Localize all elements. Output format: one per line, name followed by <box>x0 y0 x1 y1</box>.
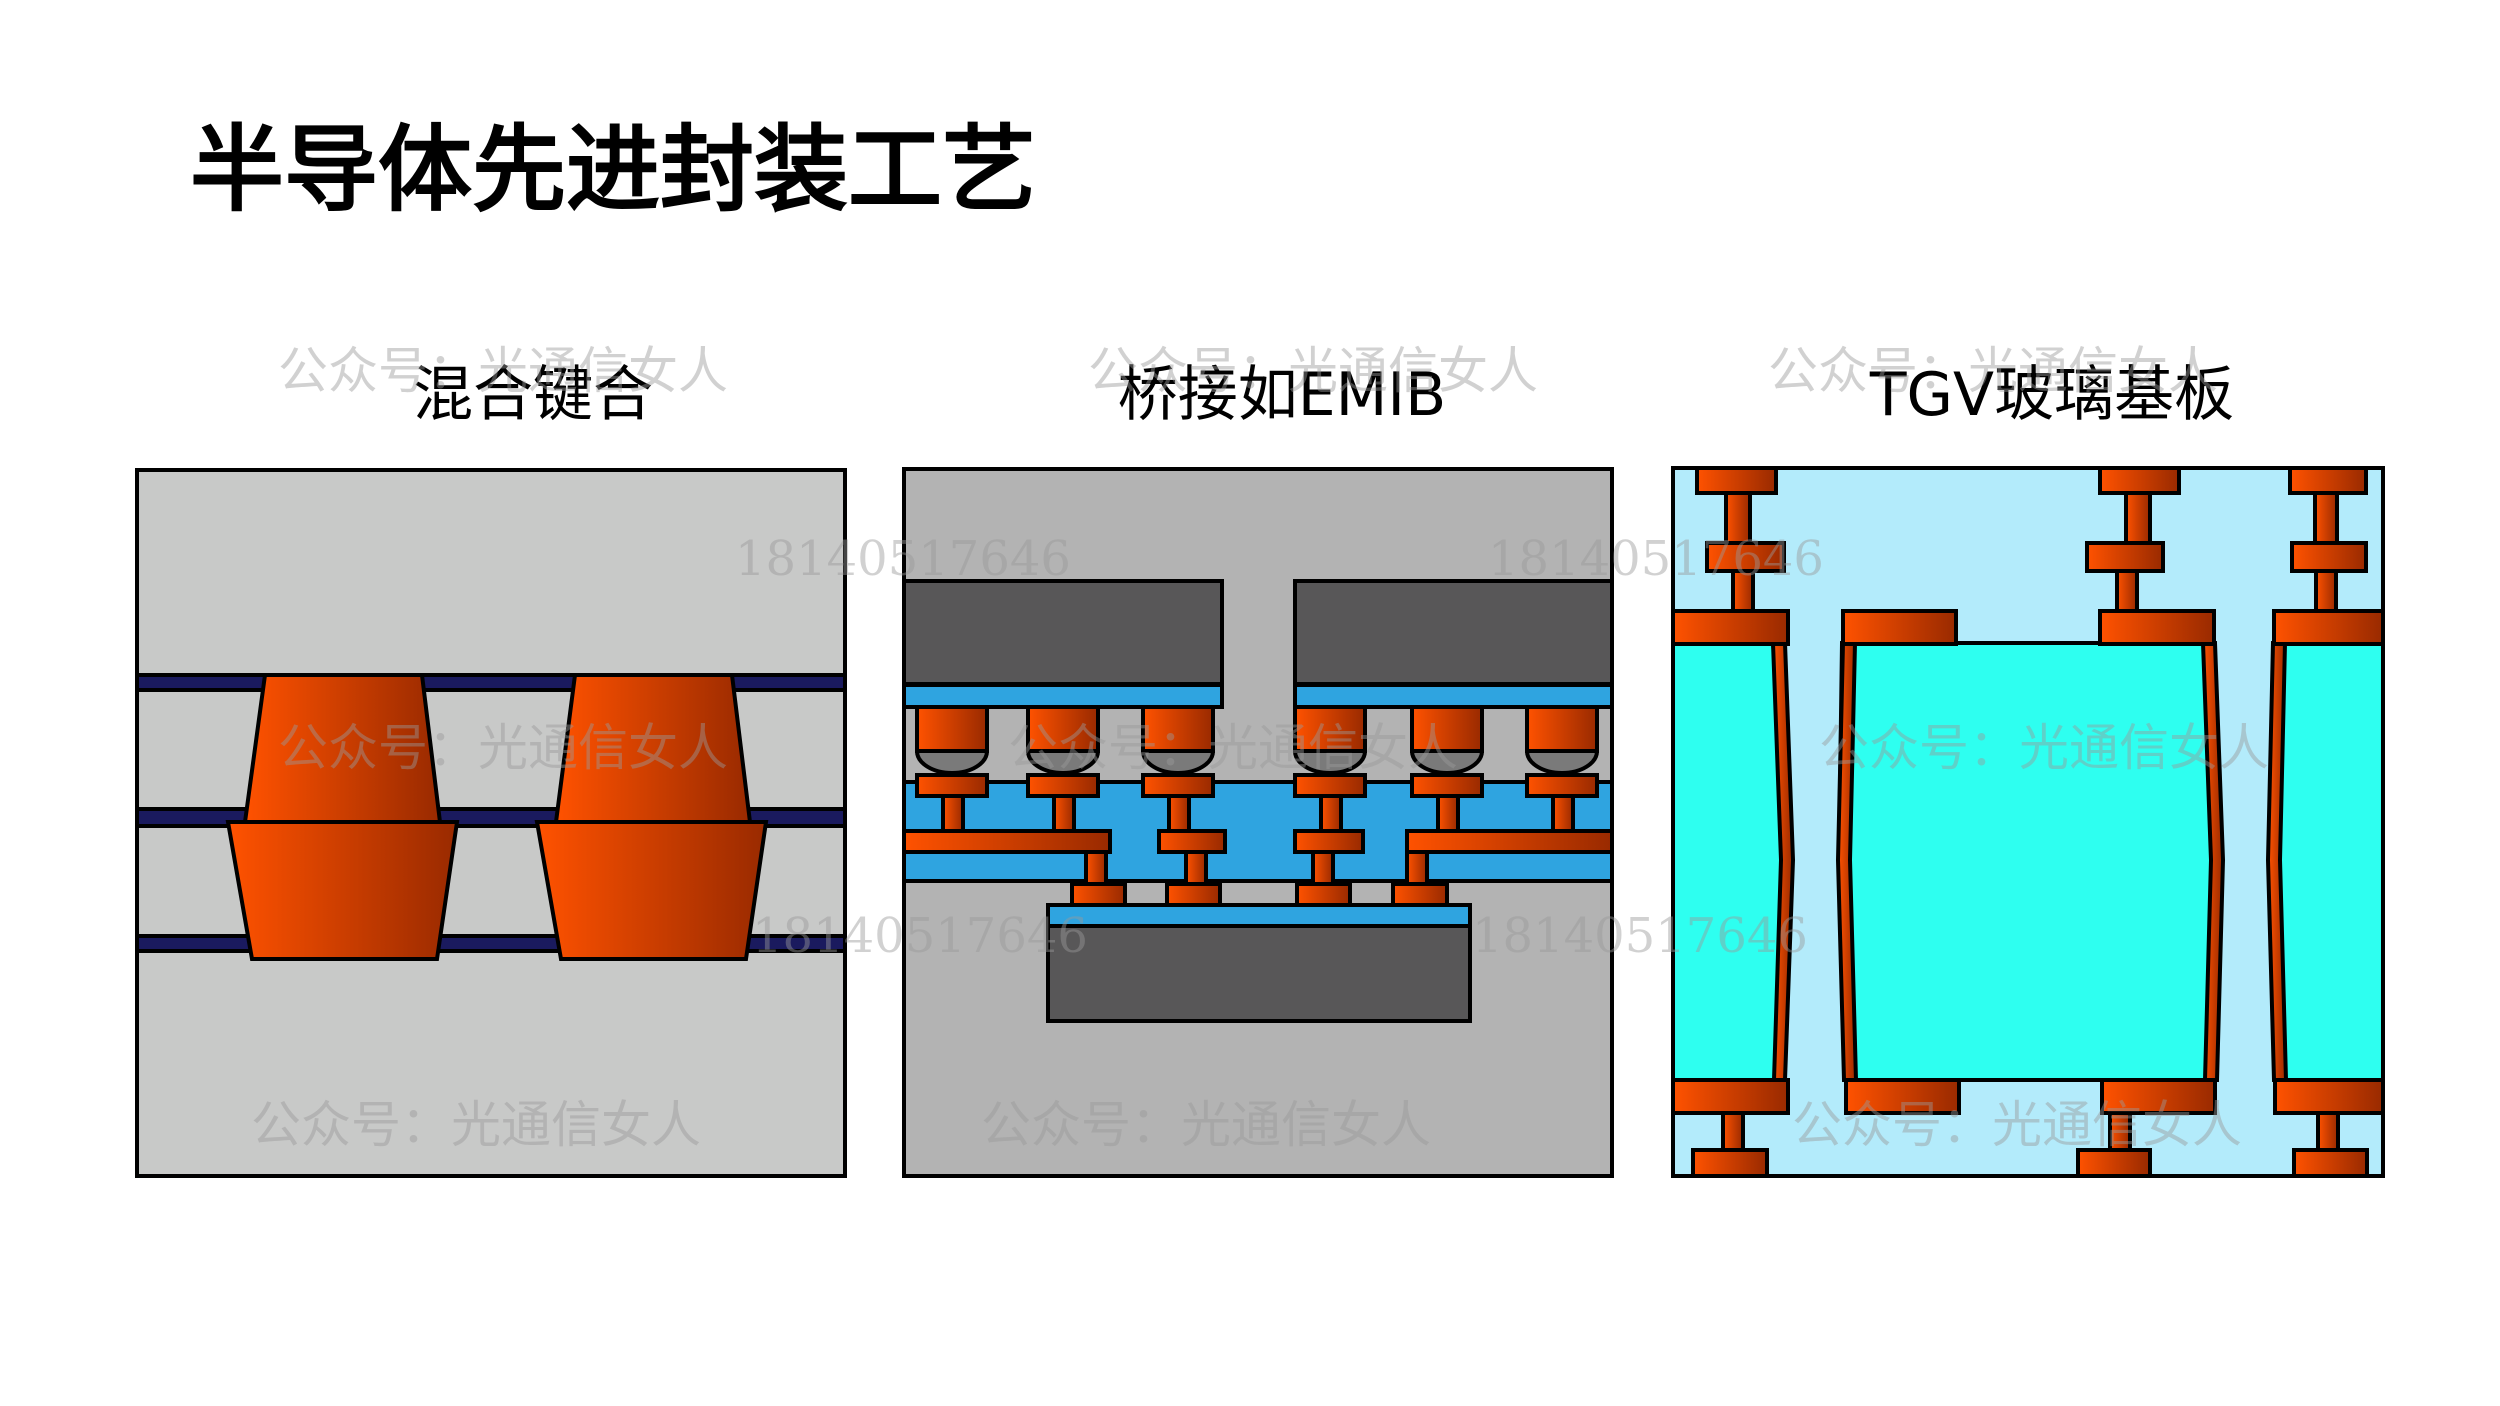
copper-pillar <box>1525 705 1599 753</box>
via-stem <box>2313 491 2339 547</box>
panel-emib <box>902 467 1614 1178</box>
via-stem <box>2316 1111 2340 1153</box>
via <box>1084 850 1108 886</box>
solder-cap <box>1409 749 1485 775</box>
glass-core <box>1671 641 1794 1082</box>
via <box>1052 794 1076 833</box>
solder-cap <box>1524 749 1600 775</box>
via-pad <box>2085 541 2165 573</box>
via-pad <box>2290 541 2368 573</box>
die-rdl-layer <box>902 683 1224 709</box>
solder-cap <box>1292 749 1368 775</box>
copper-pillar <box>915 705 989 753</box>
via <box>941 794 965 833</box>
panel-tgv <box>1671 466 2385 1178</box>
bridge-pad <box>1295 882 1352 907</box>
micro-bumps <box>914 705 1600 833</box>
capture-pad <box>2098 609 2216 646</box>
via <box>1405 850 1429 886</box>
panel-title-emib: 桥接如EMIB <box>1118 360 1447 430</box>
bridge-die-rdl <box>1046 903 1472 928</box>
bridge-die <box>1046 924 1472 1023</box>
page-title: 半导体先进封装工艺 <box>190 116 1036 225</box>
via <box>1167 794 1191 833</box>
watermark-account: 公众号：光通信女人 <box>1768 342 2218 400</box>
lower-copper-pad <box>225 820 460 961</box>
capture-pad <box>2273 1078 2385 1115</box>
watermark-account: 公众号：光通信女人 <box>1088 342 1538 400</box>
lower-copper-pad <box>534 820 769 961</box>
via-pad <box>1691 1148 1769 1178</box>
via-pad <box>2076 1148 2152 1178</box>
via <box>1436 794 1460 833</box>
solder-cap <box>1140 749 1216 775</box>
capture-pad <box>2100 1078 2217 1115</box>
watermark-phone: 18140517646 <box>1488 531 1824 587</box>
copper-pillar <box>1293 705 1367 753</box>
glass-core <box>1836 641 2225 1082</box>
watermark-account: 公众号：光通信女人 <box>278 719 728 777</box>
solder-cap <box>1025 749 1101 775</box>
watermark-account: 公众号：光通信女人 <box>1792 1096 2242 1154</box>
via-stem <box>2115 569 2139 613</box>
panel-title-hybrid-bonding: 混合键合 <box>413 360 653 430</box>
watermark-phone: 18140517646 <box>1472 908 1808 964</box>
watermark-account: 公众号：光通信女人 <box>1008 719 1458 777</box>
top-die-left <box>902 579 1224 686</box>
bond-layer-line <box>135 673 847 692</box>
watermark-phone: 18140517646 <box>735 531 1071 587</box>
via <box>1184 850 1208 886</box>
capture-pad <box>1844 1078 1961 1115</box>
die-rdl-layer <box>1293 683 1614 709</box>
redistribution-pad <box>1293 829 1365 854</box>
capture-pad <box>1671 609 1790 646</box>
watermark-account: 公众号：光通信女人 <box>251 1096 701 1154</box>
watermark-account: 公众号：光通信女人 <box>981 1096 1431 1154</box>
via-stem <box>2124 491 2152 547</box>
bridge-top-pad <box>1026 773 1100 798</box>
copper-pillar <box>1026 705 1100 753</box>
watermarks: 公众号：光通信女人 公众号：光通信女人 公众号：光通信女人 1814051764… <box>251 342 2269 1154</box>
bridge-pad <box>1165 882 1222 907</box>
redistribution-line <box>1405 829 1614 854</box>
capture-pad <box>1671 1078 1790 1115</box>
panel-hybrid-bonding <box>135 468 847 1178</box>
via-pad <box>1695 466 1778 495</box>
via <box>1551 794 1575 833</box>
top-die-right <box>1293 579 1614 686</box>
bridge-top-pad <box>1525 773 1599 798</box>
via-pad <box>2288 466 2368 495</box>
via-stem <box>1721 1111 1745 1153</box>
via-pad <box>2098 466 2181 495</box>
via <box>1319 794 1343 833</box>
tgv-pads <box>1671 466 2385 1178</box>
capture-pad <box>1841 609 1958 646</box>
glass-core <box>2267 641 2385 1082</box>
capture-pad <box>2272 609 2385 646</box>
via-stem <box>1724 491 1752 547</box>
panel-title-tgv: TGV玻璃基板 <box>1869 360 2234 430</box>
via <box>1311 850 1335 886</box>
redistribution-line <box>902 829 1112 854</box>
watermark-account: 公众号：光通信女人 <box>278 342 728 400</box>
via-pad <box>2292 1148 2369 1178</box>
bridge-top-pad <box>1410 773 1484 798</box>
bridge-pad <box>1391 882 1449 907</box>
solder-cap <box>914 749 990 775</box>
bridge-pad <box>1070 882 1127 907</box>
watermark-account: 公众号：光通信女人 <box>1819 719 2269 777</box>
bridge-top-pad <box>1141 773 1215 798</box>
bridge-top-pad <box>1293 773 1367 798</box>
watermark-phone: 18140517646 <box>752 908 1088 964</box>
redistribution-pad <box>1157 829 1227 854</box>
bridge-top-pad <box>915 773 989 798</box>
via-stem <box>2314 569 2338 613</box>
